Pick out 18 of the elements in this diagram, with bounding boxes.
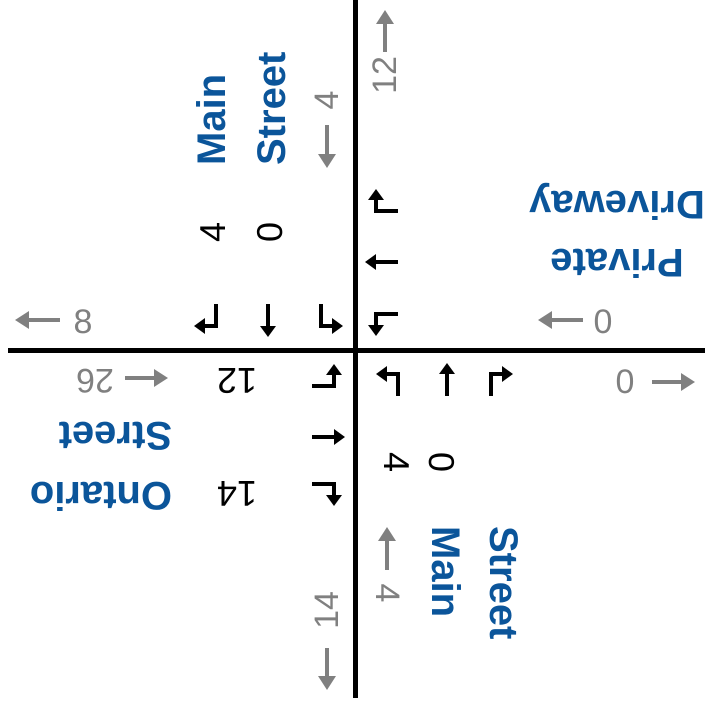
traffic-count: 14 (216, 475, 258, 511)
traffic-count: 26 (76, 363, 114, 397)
traffic-count: 8 (74, 305, 92, 339)
street-name: Main Street (189, 50, 295, 165)
traffic-count: 14 (310, 591, 344, 629)
traffic-count: 4 (378, 452, 414, 472)
traffic-count: 0 (252, 222, 288, 242)
traffic-count: 4 (370, 584, 404, 602)
street-name: Private Driveway (528, 181, 706, 286)
traffic-count: 4 (195, 222, 231, 242)
traffic-count: 12 (368, 56, 402, 94)
traffic-count: 0 (423, 452, 459, 472)
traffic-count: 0 (616, 365, 634, 399)
traffic-count: 0 (594, 305, 612, 339)
traffic-count: 4 (310, 90, 344, 110)
traffic-count: 12 (216, 362, 258, 398)
street-name: Ontario Street (28, 412, 172, 519)
street-name: Main Street (422, 526, 526, 642)
